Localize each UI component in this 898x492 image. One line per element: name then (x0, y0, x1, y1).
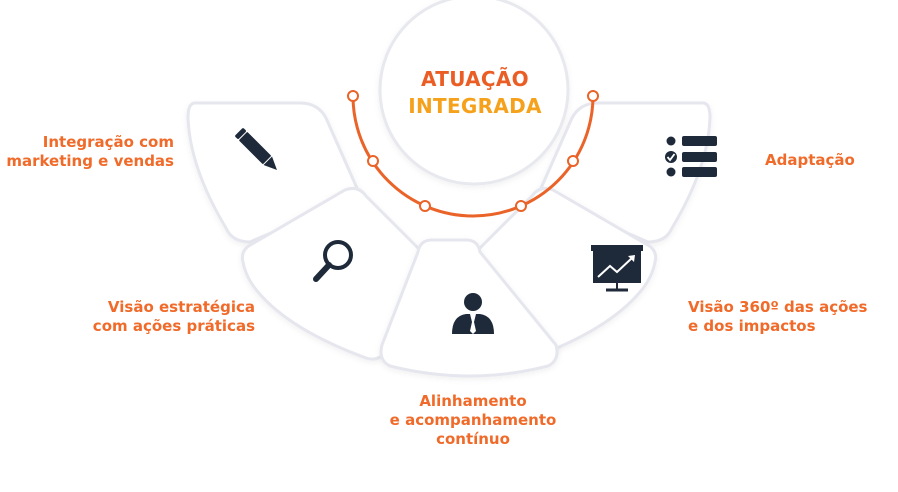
businessman-icon (452, 293, 494, 334)
center-title-line2: INTEGRADA (408, 94, 542, 118)
center-circle (378, 0, 570, 186)
card-visao-estrategica (240, 187, 432, 361)
presentation-chart-icon (591, 245, 643, 292)
label-integracao: Integração com marketing e vendas (6, 133, 174, 171)
center-title: ATUAÇÃO INTEGRADA (385, 66, 565, 120)
label-visao-estrategica-line2: com ações práticas (92, 317, 255, 335)
label-integracao-line1: Integração com (42, 133, 174, 151)
label-visao-estrategica: Visão estratégica com ações práticas (72, 298, 255, 336)
label-integracao-line2: marketing e vendas (6, 152, 174, 170)
checklist-icon (665, 136, 717, 177)
label-visao-360-line1: Visão 360º das ações (688, 298, 868, 316)
label-alinhamento-line2: e acompanhamento (389, 411, 557, 429)
label-visao-360-line2: e dos impactos (688, 317, 816, 335)
label-alinhamento-line1: Alinhamento (419, 392, 527, 410)
label-adaptacao-line1: Adaptação (765, 151, 855, 169)
connector-arc (351, 95, 595, 218)
label-visao-360: Visão 360º das ações e dos impactos (688, 298, 893, 336)
arc-nodes (347, 90, 599, 212)
label-alinhamento-line3: contínuo (436, 430, 510, 448)
label-adaptacao: Adaptação (765, 151, 885, 170)
magnifier-icon (313, 240, 353, 282)
center-title-line1: ATUAÇÃO (421, 67, 529, 91)
pencil-icon (235, 128, 277, 170)
label-alinhamento: Alinhamento e acompanhamento contínuo (373, 392, 573, 449)
label-visao-estrategica-line1: Visão estratégica (107, 298, 255, 316)
